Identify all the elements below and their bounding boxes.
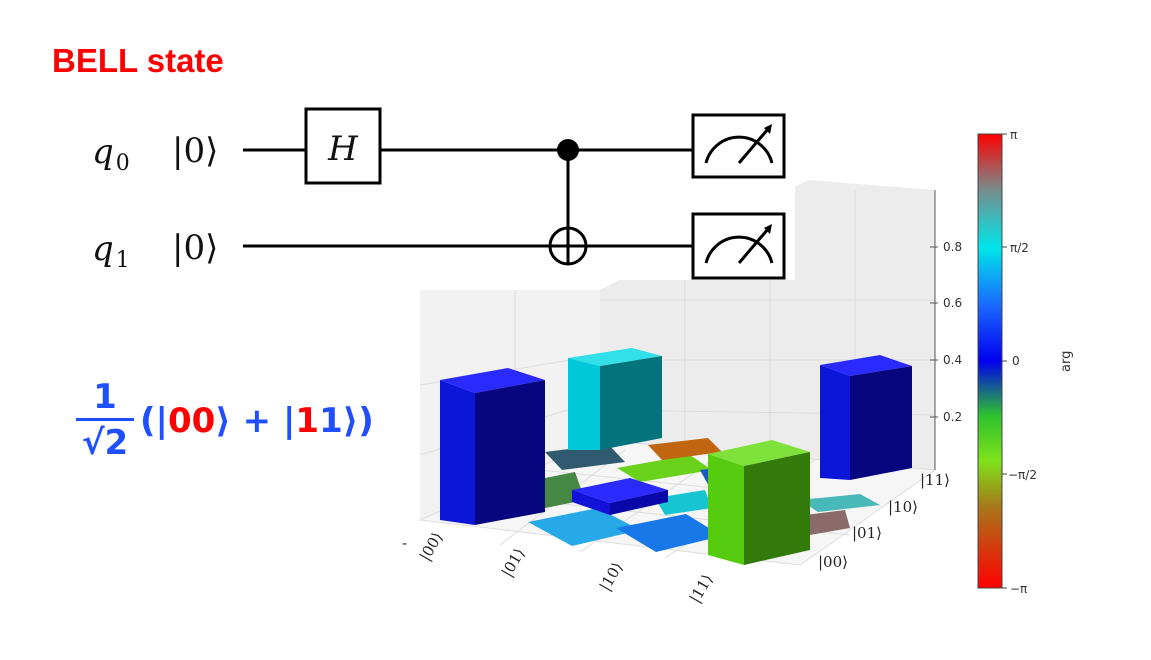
fraction-numerator: 1 — [93, 377, 117, 417]
hadamard-label: H — [327, 129, 359, 169]
colorbar-tick-label: π/2 — [1010, 241, 1029, 255]
x-tick-label: |00⟩ — [416, 529, 447, 564]
control-dot — [557, 139, 579, 161]
z-tick-label: 0.4 — [943, 353, 962, 367]
z-tick-label: 0.6 — [943, 296, 962, 310]
page-title: BELL state — [52, 42, 224, 79]
y-tick-label: |10⟩ — [888, 498, 918, 516]
bar-x0-y0 — [440, 368, 545, 525]
measure-gate-q1 — [691, 212, 786, 280]
bar-x3-y1 — [800, 494, 880, 512]
formula-close: ⟩) — [342, 400, 374, 441]
measure-gate-q0 — [691, 113, 786, 179]
bar-x2-y1 — [655, 490, 712, 515]
y-tick-label: |01⟩ — [852, 524, 882, 542]
bar-x1-y1 — [572, 478, 668, 515]
bar-x2-y0 — [616, 514, 722, 552]
colorbar-tick-label: π — [1010, 128, 1017, 142]
x-tick-label: |01⟩ — [498, 545, 529, 580]
qubit-label-q0: q0 — [92, 132, 130, 176]
bar-x3-y3 — [820, 355, 912, 480]
ket-00: 00 — [167, 400, 216, 441]
fraction-denominator: √2 — [81, 423, 129, 463]
formula-open: (| — [140, 400, 168, 441]
ket-11-second-digit: 1 — [319, 400, 343, 441]
ket-11-first-digit: 1 — [295, 400, 320, 441]
bar-x2-y2 — [617, 455, 712, 482]
bar-x0-y2 — [545, 444, 625, 470]
formula-plus: ⟩ + | — [215, 400, 296, 441]
x-leading-label: - — [402, 534, 407, 552]
bar-x3-y2 — [805, 510, 850, 535]
y-tick-label: |11⟩ — [920, 471, 950, 489]
x-tick-label: |11⟩ — [686, 571, 717, 606]
quantum-circuit: q0 |0⟩ q1 |0⟩ H — [92, 107, 786, 280]
z-tick-label: 0.8 — [943, 240, 962, 254]
fraction-bar — [76, 418, 134, 421]
colorbar-tick-label: −π/2 — [1008, 468, 1037, 482]
colorbar-tick-label: −π — [1010, 582, 1027, 596]
bar-x1-y3 — [568, 348, 662, 450]
colorbar-tick-label: 0 — [1012, 354, 1020, 368]
qubit-ket-q1: |0⟩ — [172, 228, 218, 268]
y-axis-labels: |00⟩ |01⟩ |10⟩ |11⟩ — [818, 471, 950, 571]
z-axis: 0.8 0.6 0.4 0.2 — [930, 190, 962, 470]
bar-x3-y0 — [708, 440, 810, 565]
bar-x1-y0 — [528, 508, 640, 546]
colorbar: π π/2 0 −π/2 −π arg — [977, 128, 1074, 596]
x-tick-label: |10⟩ — [596, 559, 627, 594]
bar-x2-y3 — [648, 438, 722, 460]
qubit-ket-q0: |0⟩ — [172, 131, 218, 171]
z-tick-label: 0.2 — [943, 410, 962, 424]
colorbar-label: arg — [1059, 351, 1074, 372]
hadamard-gate: H — [304, 107, 382, 185]
y-tick-label: |00⟩ — [818, 553, 848, 571]
qubit-label-q1: q1 — [92, 229, 130, 273]
city-plot: 0.8 0.6 0.4 0.2 - |00⟩ |01⟩ |10⟩ |11⟩ |0… — [402, 180, 962, 606]
cnot-gate — [548, 139, 588, 266]
normalization-fraction: 1 √2 — [76, 378, 134, 463]
